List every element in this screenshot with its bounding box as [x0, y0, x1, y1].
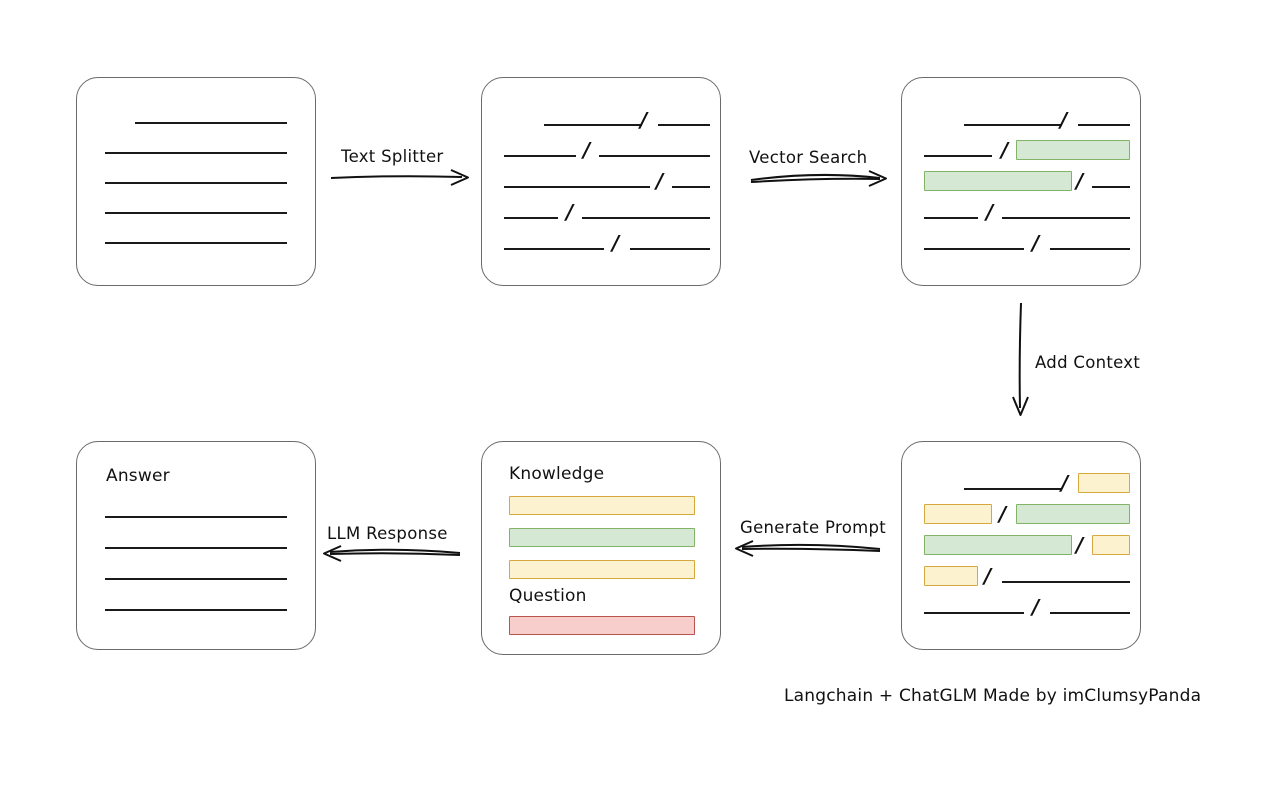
- chunk-line: [504, 155, 576, 157]
- edge-label-generate-prompt: Generate Prompt: [740, 518, 886, 537]
- chunk-line: [924, 248, 1024, 250]
- answer-label: Answer: [106, 466, 170, 486]
- edge-label-add-context: Add Context: [1035, 353, 1141, 372]
- chunk-line: [1002, 217, 1130, 219]
- document-line: [105, 212, 287, 214]
- question-bar: [509, 616, 695, 635]
- chunk-line: [1050, 612, 1130, 614]
- chunk-separator: /: [640, 108, 648, 132]
- edge-label-llm-response: LLM Response: [327, 524, 448, 543]
- chunk-separator: /: [566, 200, 574, 224]
- chunk-separator: /: [1060, 108, 1068, 132]
- answer-line: [105, 547, 287, 549]
- document-line: [105, 182, 287, 184]
- chunk-line: [924, 155, 992, 157]
- chunk-line: [504, 248, 604, 250]
- chunk-separator: /: [1032, 231, 1040, 255]
- chunk-line: [544, 124, 642, 126]
- chunk-line: [504, 186, 650, 188]
- chunk-line: [1092, 186, 1130, 188]
- split-document-box[interactable]: / / / / /: [481, 77, 721, 286]
- context-highlight-bar: [1092, 535, 1130, 555]
- edge-label-vector-search: Vector Search: [749, 148, 868, 167]
- chunk-line: [672, 186, 710, 188]
- chunk-separator: /: [1001, 138, 1009, 162]
- chunk-separator: /: [984, 564, 992, 588]
- chunk-line: [599, 155, 710, 157]
- document-line: [105, 242, 287, 244]
- chunk-separator: /: [583, 138, 591, 162]
- match-highlight-bar: [1016, 140, 1130, 160]
- question-label: Question: [509, 586, 587, 606]
- knowledge-bar: [509, 560, 695, 579]
- prompt-box[interactable]: Knowledge Question: [481, 441, 721, 655]
- answer-box[interactable]: Answer: [76, 441, 316, 650]
- context-highlight-bar: [1078, 473, 1130, 493]
- answer-line: [105, 516, 287, 518]
- context-document-box[interactable]: / / / / /: [901, 441, 1141, 650]
- chunk-line: [964, 124, 1062, 126]
- context-highlight-bar: [924, 566, 978, 586]
- chunk-line: [582, 217, 710, 219]
- arrow-llm-response: [323, 545, 461, 562]
- document-line: [135, 122, 287, 124]
- chunk-line: [1002, 581, 1130, 583]
- arrow-add-context: [1012, 302, 1029, 416]
- knowledge-bar: [509, 496, 695, 515]
- match-highlight-bar: [1016, 504, 1130, 524]
- document-line: [105, 152, 287, 154]
- context-highlight-bar: [924, 504, 992, 524]
- arrow-text-splitter: [330, 169, 469, 186]
- chunk-separator: /: [656, 169, 664, 193]
- match-highlight-bar: [924, 171, 1072, 191]
- chunk-separator: /: [612, 231, 620, 255]
- chunk-line: [1050, 248, 1130, 250]
- footer-credit: Langchain + ChatGLM Made by imClumsyPand…: [784, 686, 1202, 706]
- arrow-generate-prompt: [735, 540, 881, 557]
- chunk-separator: /: [1076, 169, 1084, 193]
- answer-line: [105, 578, 287, 580]
- chunk-line: [630, 248, 710, 250]
- match-highlight-bar: [924, 535, 1072, 555]
- chunk-separator: /: [1032, 595, 1040, 619]
- chunk-line: [1078, 124, 1130, 126]
- chunk-separator: /: [986, 200, 994, 224]
- edge-label-text-splitter: Text Splitter: [341, 147, 444, 166]
- chunk-line: [504, 217, 558, 219]
- chunk-line: [964, 488, 1062, 490]
- chunk-separator: /: [1076, 533, 1084, 557]
- answer-line: [105, 609, 287, 611]
- knowledge-bar: [509, 528, 695, 547]
- arrow-vector-search: [750, 170, 887, 187]
- chunk-line: [658, 124, 710, 126]
- chunk-separator: /: [1061, 471, 1069, 495]
- chunk-separator: /: [999, 502, 1007, 526]
- chunk-line: [924, 217, 978, 219]
- source-document-box[interactable]: [76, 77, 316, 286]
- chunk-line: [924, 612, 1024, 614]
- knowledge-label: Knowledge: [509, 464, 605, 484]
- searched-document-box[interactable]: / / / / /: [901, 77, 1141, 286]
